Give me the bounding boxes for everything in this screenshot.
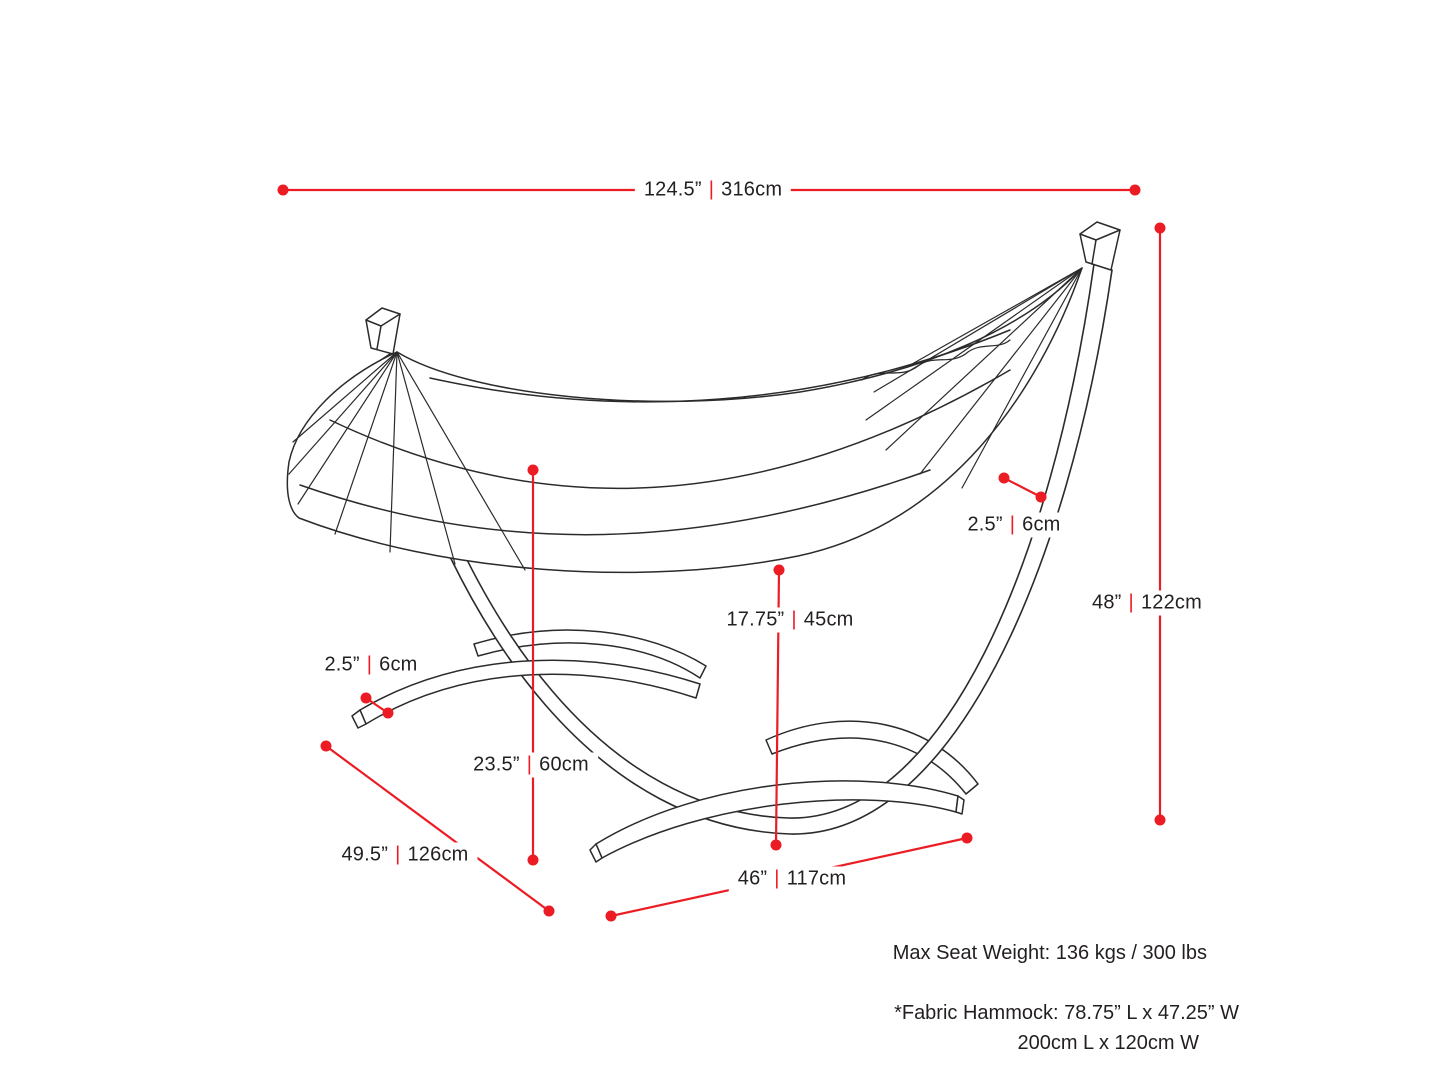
dim-value-imperial: 124.5” <box>643 178 702 201</box>
dim-separator: | <box>1009 513 1016 536</box>
dim-separator: | <box>395 843 401 866</box>
dimension-dots <box>277 184 1166 922</box>
dim-value-imperial: 23.5” <box>473 753 520 776</box>
dim-label-seat-height: 17.75” | 45cm <box>717 607 863 633</box>
dim-value-metric: 6cm <box>1022 513 1061 536</box>
note-fabric-hammock-metric: 200cm L x 120cm W <box>1017 1032 1199 1054</box>
note-max-seat-weight: Max Seat Weight: 136 kgs / 300 lbs <box>892 942 1207 964</box>
dim-label-foot-thickness: 2.5” | 6cm <box>315 652 427 678</box>
dim-value-imperial: 46” <box>737 867 768 890</box>
dim-separator: | <box>1128 591 1134 614</box>
dim-value-imperial: 48” <box>1092 591 1122 614</box>
dim-label-stand-height: 23.5” | 60cm <box>464 752 598 778</box>
dim-value-metric: 45cm <box>803 608 854 631</box>
right-fan-lines <box>865 267 1083 489</box>
dim-separator: | <box>366 653 373 676</box>
dim-line-beam-thickness <box>1002 476 1043 499</box>
dim-value-metric: 126cm <box>407 843 469 866</box>
dim-line-base-depth <box>324 744 551 913</box>
stand-arc-beam <box>377 263 1113 835</box>
dim-separator: | <box>708 178 715 201</box>
dim-separator: | <box>791 608 797 631</box>
dim-label-overall-width: 124.5” | 316cm <box>634 177 792 203</box>
stand-posts <box>365 221 1121 355</box>
fabric-ripple <box>861 339 1011 381</box>
dim-value-metric: 122cm <box>1140 591 1202 614</box>
note-fabric-hammock-imperial: *Fabric Hammock: 78.75” L x 47.25” W <box>894 1002 1239 1024</box>
dim-label-beam-thickness: 2.5” | 6cm <box>958 512 1070 538</box>
dim-label-base-depth: 49.5” | 126cm <box>332 842 478 868</box>
dim-value-imperial: 2.5” <box>967 513 1003 536</box>
dim-value-metric: 117cm <box>786 867 847 890</box>
dim-value-imperial: 49.5” <box>341 843 389 866</box>
dim-separator: | <box>774 867 780 890</box>
left-fan-lines <box>288 351 526 571</box>
dim-label-base-width: 46” | 117cm <box>728 866 856 892</box>
dim-value-imperial: 17.75” <box>726 608 785 631</box>
dim-value-imperial: 2.5” <box>324 653 360 676</box>
dim-separator: | <box>526 753 533 776</box>
stand-front-feet <box>351 659 965 863</box>
hammock-fabric <box>286 267 1083 574</box>
dim-value-metric: 60cm <box>539 753 589 776</box>
dim-label-overall-height: 48” | 122cm <box>1083 590 1211 616</box>
dim-value-metric: 316cm <box>721 178 783 201</box>
dim-value-metric: 6cm <box>379 653 418 676</box>
